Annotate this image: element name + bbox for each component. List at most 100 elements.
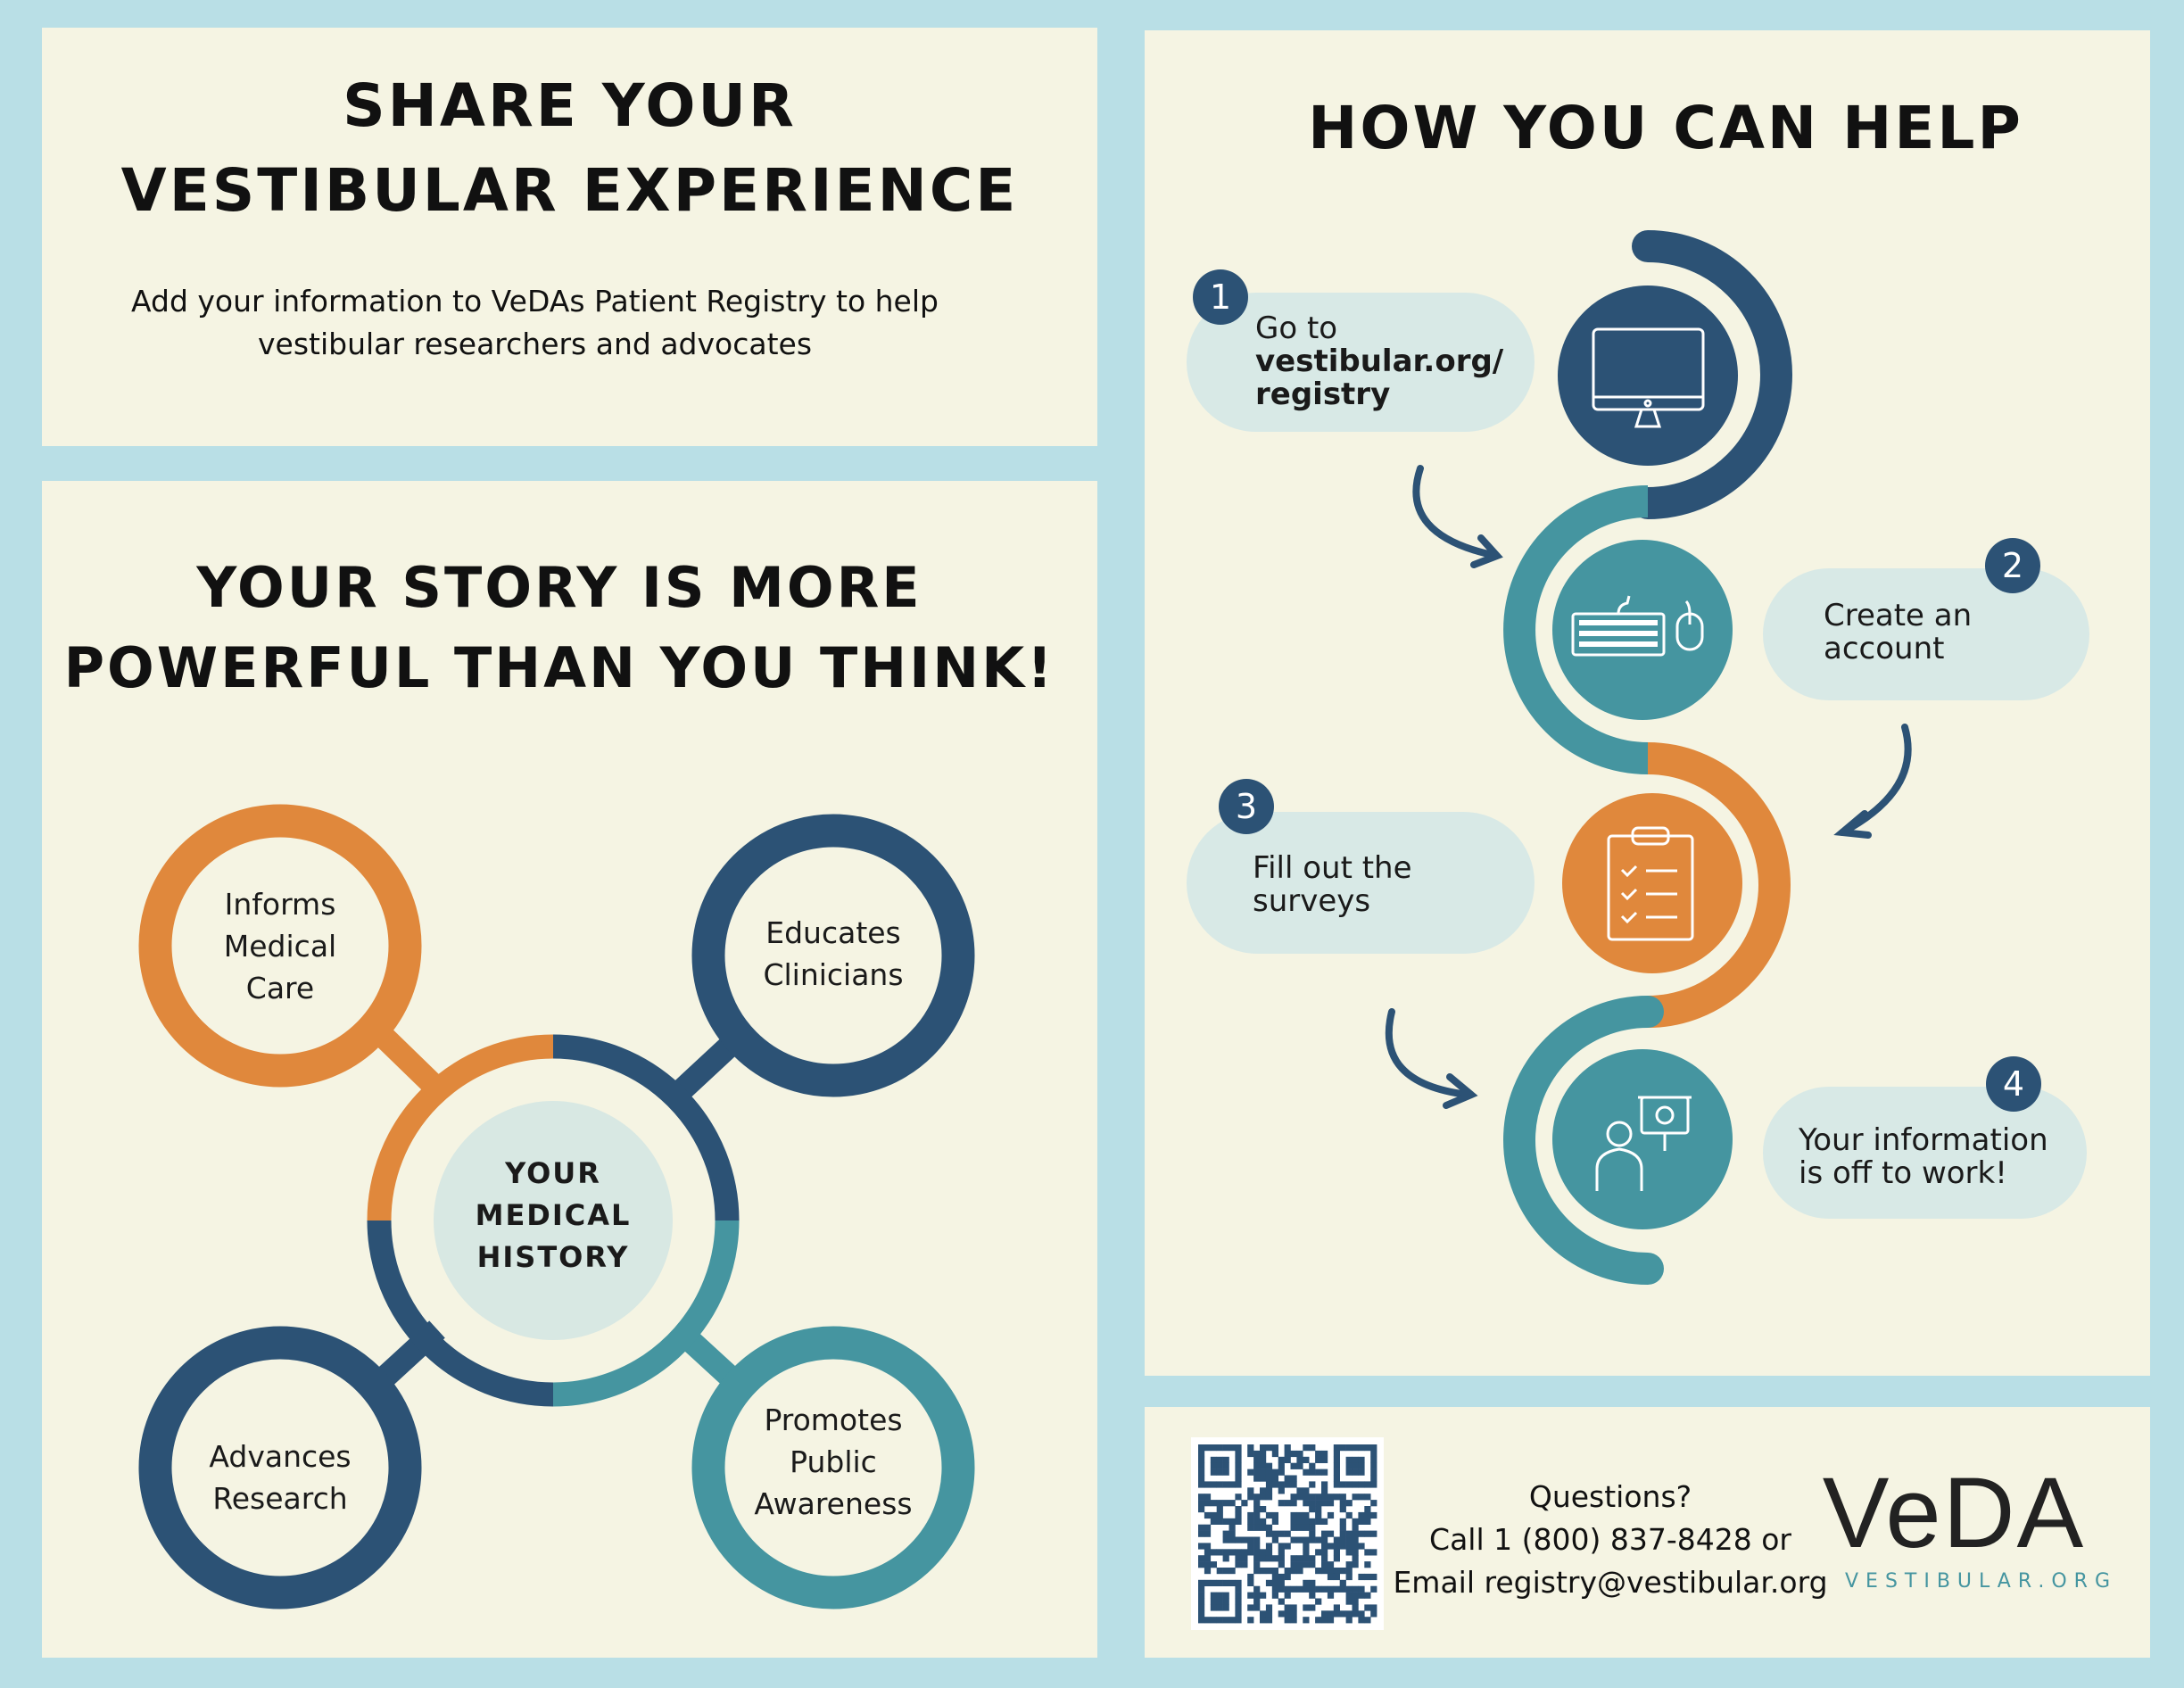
logo-subtitle[interactable]: VESTIBULAR.ORG xyxy=(1845,1570,2117,1593)
qr-module xyxy=(1333,1469,1340,1476)
registry-link[interactable]: registry xyxy=(1255,376,1391,412)
qr-module xyxy=(1327,1494,1335,1501)
qr-module xyxy=(1265,1617,1273,1624)
qr-module xyxy=(1247,1592,1254,1599)
qr-module xyxy=(1364,1617,1371,1624)
qr-module xyxy=(1260,1524,1267,1531)
qr-module xyxy=(1352,1585,1359,1593)
step2-bubble xyxy=(1763,568,2089,700)
qr-module xyxy=(1253,1536,1261,1543)
qr-module xyxy=(1222,1555,1229,1562)
step2-number: 2 xyxy=(1985,538,2040,593)
qr-module xyxy=(1198,1444,1205,1452)
qr-module xyxy=(1303,1487,1310,1494)
email-link[interactable]: Email registry@vestibular.org xyxy=(1393,1565,1828,1600)
qr-module xyxy=(1204,1617,1212,1624)
step3-text-line: surveys xyxy=(1253,883,1371,919)
qr-module xyxy=(1358,1617,1365,1624)
qr-module xyxy=(1315,1469,1322,1476)
qr-module xyxy=(1303,1518,1310,1525)
qr-module xyxy=(1345,1592,1353,1599)
qr-module xyxy=(1309,1530,1316,1537)
qr-module xyxy=(1198,1617,1205,1624)
registry-link[interactable]: vestibular.org/ xyxy=(1255,343,1504,379)
qr-module xyxy=(1198,1469,1205,1476)
qr-module xyxy=(1210,1561,1217,1568)
qr-module xyxy=(1210,1617,1217,1624)
qr-module xyxy=(1284,1610,1291,1618)
share-description-line1: Add your information to VeDAs Patient Re… xyxy=(131,284,939,319)
qr-module xyxy=(1339,1494,1346,1501)
qr-module xyxy=(1303,1494,1310,1501)
qr-module xyxy=(1216,1462,1223,1469)
benefit-line: Educates xyxy=(765,915,901,950)
qr-module xyxy=(1352,1524,1359,1531)
benefit-line: Medical xyxy=(223,929,337,964)
qr-module xyxy=(1303,1524,1310,1531)
qr-module xyxy=(1278,1561,1285,1568)
qr-module xyxy=(1222,1604,1229,1611)
qr-module xyxy=(1303,1456,1310,1463)
qr-module xyxy=(1296,1494,1303,1501)
qr-module xyxy=(1247,1444,1254,1452)
step4-number: 4 xyxy=(1986,1056,2041,1112)
qr-module xyxy=(1303,1617,1310,1624)
qr-module xyxy=(1358,1469,1365,1476)
qr-module xyxy=(1321,1617,1328,1624)
qr-module xyxy=(1321,1494,1328,1501)
qr-module xyxy=(1198,1598,1205,1605)
ring-advances xyxy=(138,1326,422,1609)
qr-module xyxy=(1309,1481,1316,1488)
qr-module xyxy=(1309,1579,1316,1586)
qr-module xyxy=(1327,1617,1335,1624)
qr-module xyxy=(1358,1494,1365,1501)
qr-module xyxy=(1327,1543,1335,1550)
qr-module xyxy=(1345,1481,1353,1488)
qr-module xyxy=(1265,1462,1273,1469)
qr-module xyxy=(1290,1585,1297,1593)
qr-module xyxy=(1210,1598,1217,1605)
qr-module xyxy=(1309,1592,1316,1599)
qr-module xyxy=(1296,1511,1303,1519)
qr-module xyxy=(1333,1450,1340,1458)
qr-module xyxy=(1228,1536,1236,1543)
qr-module xyxy=(1303,1555,1310,1562)
qr-module xyxy=(1309,1469,1316,1476)
qr-module xyxy=(1216,1568,1223,1575)
qr-module xyxy=(1370,1610,1377,1618)
qr-module xyxy=(1228,1524,1236,1531)
qr-module xyxy=(1247,1494,1254,1501)
qr-module xyxy=(1204,1481,1212,1488)
qr-module xyxy=(1278,1579,1285,1586)
qr-module xyxy=(1253,1511,1261,1519)
qr-module xyxy=(1364,1573,1371,1581)
qr-module xyxy=(1204,1549,1212,1556)
qr-module xyxy=(1204,1494,1212,1501)
qr-module xyxy=(1345,1610,1353,1618)
qr-module xyxy=(1284,1543,1291,1550)
qr-module xyxy=(1260,1549,1267,1556)
researcher-icon xyxy=(1595,1096,1692,1191)
step1-bubble xyxy=(1187,293,1535,432)
qr-module xyxy=(1284,1481,1291,1488)
qr-module xyxy=(1204,1579,1212,1586)
qr-module xyxy=(1321,1543,1328,1550)
qr-module xyxy=(1345,1561,1353,1568)
qr-module xyxy=(1198,1592,1205,1599)
qr-module xyxy=(1315,1511,1322,1519)
phone-link[interactable]: Call 1 (800) 837-8428 or xyxy=(1429,1522,1791,1557)
qr-module xyxy=(1271,1579,1278,1586)
qr-module xyxy=(1339,1481,1346,1488)
questions-label: Questions? xyxy=(1528,1479,1692,1514)
qr-module xyxy=(1364,1530,1371,1537)
qr-module xyxy=(1235,1585,1242,1593)
qr-module xyxy=(1333,1481,1340,1488)
step3-number: 3 xyxy=(1219,779,1274,834)
qr-module xyxy=(1198,1585,1205,1593)
qr-module xyxy=(1271,1592,1278,1599)
qr-module xyxy=(1216,1506,1223,1513)
qr-module xyxy=(1260,1494,1267,1501)
qr-module xyxy=(1265,1524,1273,1531)
qr-module xyxy=(1247,1469,1254,1476)
qr-module xyxy=(1278,1549,1285,1556)
